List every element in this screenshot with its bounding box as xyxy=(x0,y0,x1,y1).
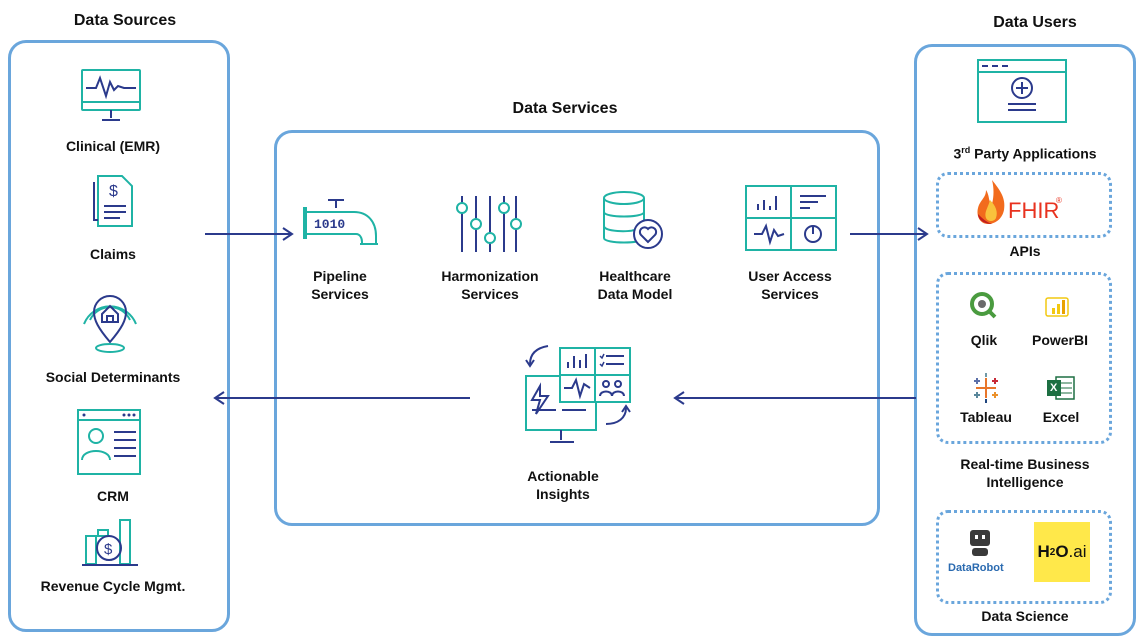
data-science-box xyxy=(936,510,1112,604)
bi-line2: Intelligence xyxy=(986,474,1064,490)
harmonization-line2: Services xyxy=(461,286,519,302)
faucet-binary-icon: 1010 xyxy=(300,196,380,257)
insights-label: Actionable Insights xyxy=(500,467,626,503)
insights-line1: Actionable xyxy=(527,468,599,484)
source-label-clinical: Clinical (EMR) xyxy=(65,138,161,154)
h2o-ai: .ai xyxy=(1068,542,1087,561)
source-label-claims: Claims xyxy=(90,246,136,262)
arrow-sources-to-pipeline xyxy=(205,227,294,241)
data-model-line2: Data Model xyxy=(597,286,673,302)
third-party-sup: rd xyxy=(961,145,971,155)
fhir-logo-text: FHIR xyxy=(1008,198,1060,223)
third-party-base: 3 xyxy=(953,145,962,162)
bi-tools-box xyxy=(936,272,1112,444)
arrow-services-to-apis xyxy=(850,227,929,241)
third-party-rest: Party Applications xyxy=(970,145,1097,162)
excel-label: Excel xyxy=(1042,409,1080,425)
data-services-panel xyxy=(274,130,880,526)
datarobot-logo xyxy=(966,528,994,563)
data-users-panel xyxy=(914,44,1136,636)
excel-logo: X xyxy=(1046,374,1076,407)
data-sources-heading: Data Sources xyxy=(73,12,177,29)
dashboard-grid-icon xyxy=(744,184,838,257)
arrow-insights-to-sources xyxy=(213,391,470,405)
source-label-social-determinants: Social Determinants xyxy=(45,369,181,385)
service-label-harmonization: Harmonization Services xyxy=(428,267,552,303)
qlik-logo xyxy=(968,290,998,325)
tableau-label: Tableau xyxy=(960,409,1012,425)
powerbi-label: PowerBI xyxy=(1031,332,1088,348)
profile-card-icon xyxy=(76,408,144,483)
data-model-line1: Healthcare xyxy=(599,268,671,284)
user-access-line2: Services xyxy=(761,286,819,302)
user-access-line1: User Access xyxy=(748,268,832,284)
pipeline-line1: Pipeline xyxy=(313,268,367,284)
monitor-dashboard-icon xyxy=(522,344,632,453)
sliders-icon xyxy=(452,194,524,259)
arrow-users-to-insights xyxy=(673,391,916,405)
apis-label: APIs xyxy=(1009,243,1041,259)
service-label-user-access: User Access Services xyxy=(730,267,850,303)
tableau-logo xyxy=(970,372,1002,409)
qlik-label: Qlik xyxy=(970,332,998,348)
third-party-apps-label: 3rd Party Applications xyxy=(930,141,1120,163)
service-label-healthcare-data-model: Healthcare Data Model xyxy=(580,267,690,303)
excel-logo-letter: X xyxy=(1050,382,1058,394)
database-heart-icon xyxy=(600,188,666,259)
svg-text:$: $ xyxy=(109,183,118,200)
service-label-pipeline: Pipeline Services xyxy=(280,267,400,303)
dollar-bar-chart-icon: $ xyxy=(82,516,138,573)
pipeline-binary-text: 1010 xyxy=(314,217,345,232)
source-label-revenue-cycle: Revenue Cycle Mgmt. xyxy=(40,578,186,594)
data-users-heading: Data Users xyxy=(993,14,1077,31)
data-services-heading: Data Services xyxy=(512,100,618,117)
apis-box xyxy=(936,172,1112,238)
home-location-pin-icon xyxy=(80,280,140,359)
powerbi-logo xyxy=(1044,294,1072,325)
fhir-flame-logo xyxy=(974,178,1008,231)
h2o-subscript-2: 2 xyxy=(1049,546,1056,558)
bi-label: Real-time Business Intelligence xyxy=(930,455,1120,491)
pipeline-line2: Services xyxy=(311,286,369,302)
harmonization-line1: Harmonization xyxy=(441,268,539,284)
monitor-pulse-icon xyxy=(80,68,144,131)
h2o-letter-o: O xyxy=(1055,542,1069,561)
h2o-letter-h: H xyxy=(1037,542,1050,561)
dollar-document-icon: $ xyxy=(92,174,134,233)
source-label-crm: CRM xyxy=(97,488,129,504)
datarobot-logo-text: DataRobot xyxy=(948,562,1004,574)
data-science-label: Data Science xyxy=(981,608,1069,624)
bi-line1: Real-time Business xyxy=(960,456,1090,472)
svg-text:$: $ xyxy=(104,541,113,558)
insights-line2: Insights xyxy=(536,486,590,502)
fhir-registered-mark: ® xyxy=(1056,196,1062,205)
browser-plus-icon xyxy=(976,58,1070,129)
